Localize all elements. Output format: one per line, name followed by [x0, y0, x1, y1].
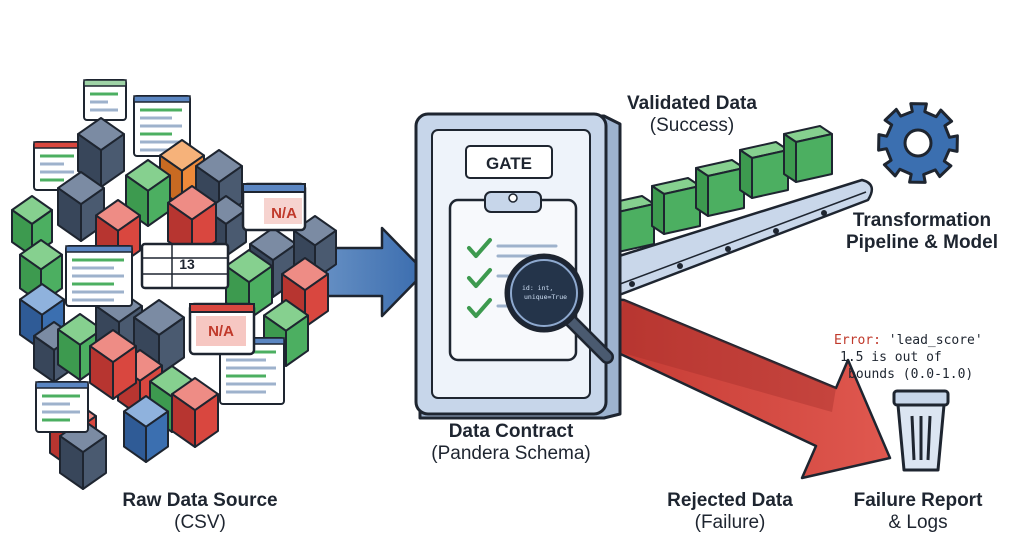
error-message: Error: 'lead_score' 1.5 is out of bounds…	[834, 332, 983, 383]
error-line3: bounds (0.0-1.0)	[848, 367, 974, 382]
error-prefix: Error:	[834, 333, 881, 348]
magnifier-code-line: unique=True	[524, 293, 567, 301]
slate-cube	[57, 171, 105, 242]
data-contract-subtitle: (Pandera Schema)	[431, 443, 591, 464]
data-contract-label: Data Contract (Pandera Schema)	[412, 421, 610, 465]
rejected-data-subtitle: (Failure)	[694, 512, 766, 533]
rejected-data-label: Rejected Data (Failure)	[650, 490, 810, 534]
document-icon	[133, 95, 191, 157]
slate-cube	[77, 117, 125, 188]
blue-cube	[123, 395, 169, 463]
green-cube	[11, 195, 53, 257]
trash-icon	[892, 389, 950, 472]
red-cube	[89, 329, 137, 400]
number-badge: 13	[140, 242, 230, 290]
document-icon	[35, 381, 89, 433]
magnifier-icon	[504, 253, 614, 364]
pipeline-label-line1: Transformation	[852, 210, 992, 231]
green-cube	[651, 177, 701, 235]
green-cube	[19, 239, 63, 304]
gate-label: GATE	[486, 154, 532, 173]
data-contract-title: Data Contract	[448, 421, 574, 442]
raw-data-title: Raw Data Source	[122, 490, 278, 511]
na-badge-text: N/A	[208, 323, 234, 340]
green-cube	[739, 141, 789, 199]
document-icon	[65, 245, 133, 307]
magnifier-code-line: id: int,	[522, 284, 553, 292]
gear-icon	[877, 102, 959, 184]
green-cube	[125, 159, 171, 227]
error-line2: 1.5 is out of	[840, 350, 942, 365]
raw-data-subtitle: (CSV)	[174, 512, 226, 533]
validated-data-subtitle: (Success)	[649, 115, 735, 136]
rejected-data-title: Rejected Data	[667, 490, 793, 511]
red-cube	[171, 377, 219, 448]
na-badge: N/A	[188, 302, 256, 356]
raw-data-pile	[11, 79, 337, 490]
validated-data-label: Validated Data (Success)	[612, 93, 772, 137]
green-cube	[783, 125, 833, 183]
number-badge-text: 13	[179, 256, 195, 272]
failure-report-title: Failure Report	[853, 490, 983, 511]
na-badge: N/A	[241, 182, 307, 232]
document-icon	[83, 79, 127, 121]
error-line1: 'lead_score'	[880, 333, 983, 348]
slate-cube	[293, 215, 337, 280]
conveyor-belt	[598, 178, 874, 302]
failure-report-label: Failure Report & Logs	[838, 490, 998, 534]
pipeline-label: Transformation Pipeline & Model	[828, 210, 1016, 254]
failure-report-subtitle: & Logs	[888, 512, 948, 533]
validated-data-title: Validated Data	[627, 93, 757, 114]
green-cube	[695, 159, 745, 217]
pipeline-label-line2: Pipeline & Model	[845, 232, 999, 253]
slate-cube	[59, 419, 107, 490]
raw-data-label: Raw Data Source (CSV)	[100, 490, 300, 534]
gear-hole	[903, 128, 933, 158]
na-badge-text: N/A	[271, 205, 297, 222]
